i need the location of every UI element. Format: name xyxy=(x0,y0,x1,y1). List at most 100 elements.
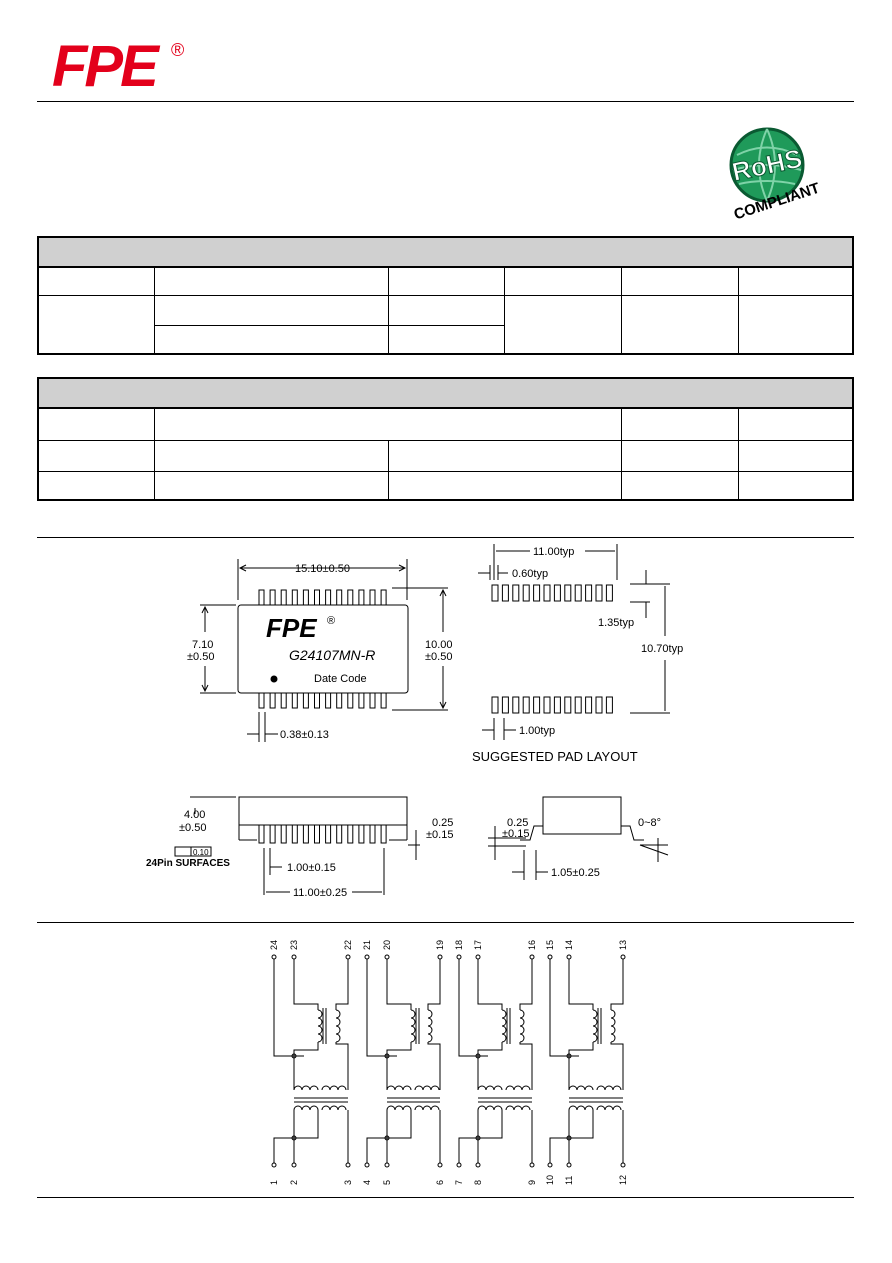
pin-terminal-top xyxy=(475,954,481,960)
lead-bottom xyxy=(280,692,287,709)
pin-terminal-bottom xyxy=(475,1162,481,1168)
wire xyxy=(386,1110,412,1163)
pad-layout-title: SUGGESTED PAD LAYOUT xyxy=(472,749,638,764)
channel-4 xyxy=(549,959,624,1163)
pad-top xyxy=(543,584,551,602)
coplanarity-value: 0.10 xyxy=(193,848,209,857)
winding-coil xyxy=(427,1009,433,1043)
winding-coil xyxy=(335,1009,341,1043)
spec-table-1-header xyxy=(39,238,852,268)
table2-cell xyxy=(155,407,622,441)
pin-terminal-top xyxy=(291,954,297,960)
lead-side xyxy=(358,824,365,844)
pad-bottom xyxy=(533,696,541,714)
lead-top xyxy=(291,589,298,606)
pad-bottom xyxy=(595,696,603,714)
lead-side xyxy=(325,824,332,844)
pin-label-top: 24 xyxy=(269,940,279,950)
pad-bottom xyxy=(553,696,561,714)
dim-span: 11.00±0.25 xyxy=(293,887,347,899)
table1-cell xyxy=(389,326,505,353)
dim-length: 15.10±0.50 xyxy=(295,563,350,575)
pin-terminal-bottom xyxy=(529,1162,535,1168)
winding-coil xyxy=(317,1009,323,1043)
table1-cell xyxy=(155,326,389,353)
lead-top xyxy=(380,589,387,606)
wire xyxy=(293,1042,319,1090)
side-leads xyxy=(258,824,387,844)
dim-overall-width-2: ±0.50 xyxy=(425,651,452,663)
wire xyxy=(366,959,397,1057)
wire xyxy=(477,1042,503,1090)
lead-top xyxy=(269,589,276,606)
pin-label-top: 20 xyxy=(382,940,392,950)
pin-terminal-bottom xyxy=(437,1162,443,1168)
table1-cell xyxy=(389,296,505,326)
pad-top xyxy=(533,584,541,602)
winding-coil xyxy=(519,1009,525,1043)
pin-label-bottom: 7 xyxy=(454,1180,464,1185)
winding-coil xyxy=(477,1085,503,1091)
channel-1 xyxy=(273,959,349,1163)
fpe-logo: FPE xyxy=(52,34,192,99)
section-rule-mechanical xyxy=(37,537,854,538)
lead-side xyxy=(369,824,376,844)
pin-label-top: 14 xyxy=(564,940,574,950)
winding-coil xyxy=(568,1105,594,1111)
pad-top xyxy=(605,584,613,602)
wire xyxy=(549,959,579,1057)
pin-label-bottom: 9 xyxy=(527,1180,537,1185)
pin-label-bottom: 4 xyxy=(362,1180,372,1185)
pad-top xyxy=(585,584,593,602)
part-number: G24107MN-R xyxy=(289,647,375,663)
lead-bottom xyxy=(325,692,332,709)
lead-top xyxy=(302,589,309,606)
part-logo-mark: ® xyxy=(327,615,335,627)
pin-terminal-top xyxy=(547,954,553,960)
pin-label-top: 19 xyxy=(435,940,445,950)
dim-lead-width: 0.38±0.13 xyxy=(280,729,329,741)
wire xyxy=(427,959,441,1010)
pin-label-bottom: 11 xyxy=(564,1176,574,1185)
junction-dot xyxy=(291,1135,297,1141)
lead-top xyxy=(258,589,265,606)
pin-label-bottom: 10 xyxy=(545,1175,555,1185)
pin-label-bottom: 1 xyxy=(269,1180,279,1185)
pad-top xyxy=(574,584,582,602)
wire xyxy=(335,1042,349,1090)
surfaces-note: 24Pin SURFACES xyxy=(146,858,230,869)
component-body-top-view xyxy=(237,604,409,694)
table1-cell xyxy=(739,266,852,296)
lead-side xyxy=(380,824,387,844)
lead-bottom xyxy=(258,692,265,709)
lead-bottom xyxy=(291,692,298,709)
wire xyxy=(273,1110,295,1163)
wire xyxy=(366,1110,388,1163)
winding-coil xyxy=(501,1009,507,1043)
pin-terminal-bottom xyxy=(620,1162,626,1168)
registered-mark: ® xyxy=(171,40,185,60)
pad-top xyxy=(491,584,499,602)
pin-terminal-bottom xyxy=(271,1162,277,1168)
winding-coil xyxy=(386,1085,412,1091)
pin-terminal-bottom xyxy=(456,1162,462,1168)
component-body-end-view xyxy=(542,796,622,835)
lead-top xyxy=(314,589,320,606)
table2-cell xyxy=(39,407,155,441)
gull-wing-lead-left xyxy=(520,825,543,841)
table2-cell xyxy=(739,472,852,499)
pin-label-top: 18 xyxy=(454,940,464,950)
table1-cell xyxy=(505,296,622,353)
lead-side xyxy=(336,824,343,844)
winding-coil xyxy=(596,1105,622,1111)
dim-pitch: 1.00±0.15 xyxy=(287,862,336,874)
dim-row-spacing: 10.70typ xyxy=(641,643,683,655)
pin-label-top: 23 xyxy=(289,940,299,950)
wire xyxy=(519,1042,533,1090)
wire xyxy=(293,1110,319,1163)
pin-label-bottom: 8 xyxy=(473,1180,483,1185)
junction-dot xyxy=(384,1053,390,1059)
pad-bottom xyxy=(491,696,499,714)
pad-top xyxy=(595,584,603,602)
